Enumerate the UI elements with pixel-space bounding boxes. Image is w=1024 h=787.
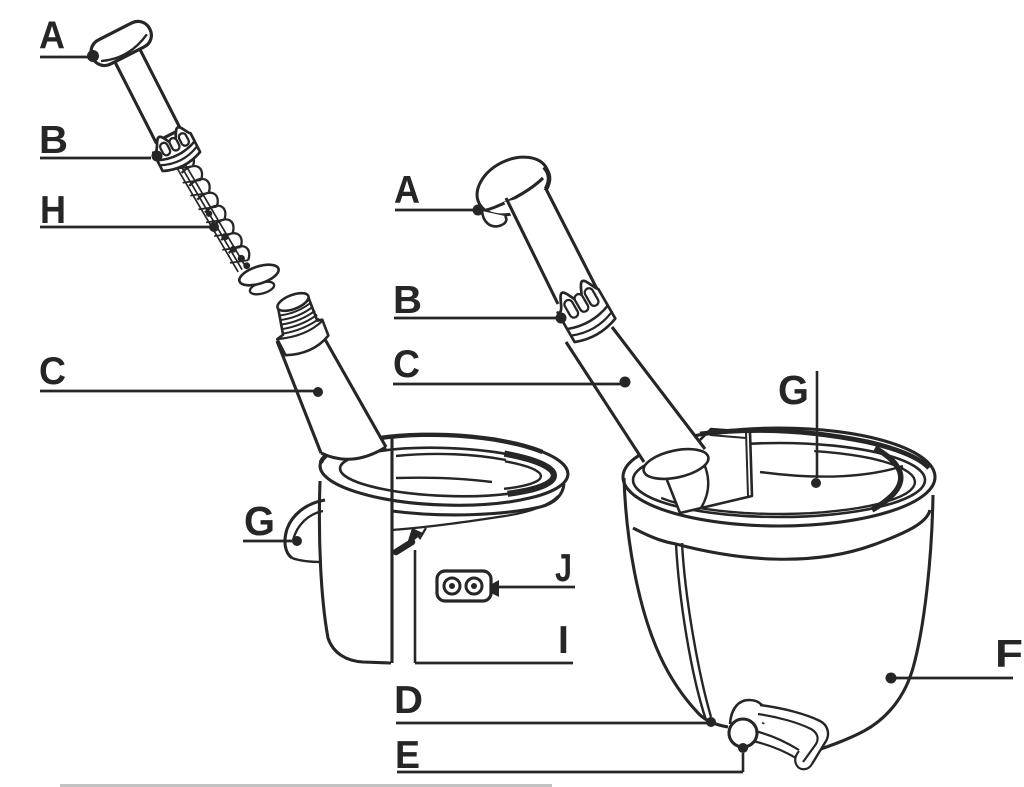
svg-text:I: I bbox=[558, 619, 569, 662]
svg-text:C: C bbox=[39, 350, 66, 393]
svg-text:B: B bbox=[393, 279, 422, 322]
svg-text:G: G bbox=[778, 367, 809, 413]
svg-text:A: A bbox=[39, 15, 65, 58]
svg-text:A: A bbox=[394, 169, 420, 212]
svg-text:H: H bbox=[40, 189, 66, 232]
svg-text:B: B bbox=[39, 119, 68, 162]
svg-text:F: F bbox=[995, 633, 1023, 676]
svg-text:C: C bbox=[393, 343, 420, 386]
svg-text:D: D bbox=[394, 679, 423, 722]
svg-text:J: J bbox=[555, 547, 572, 590]
svg-text:E: E bbox=[395, 734, 420, 777]
svg-text:G: G bbox=[244, 498, 275, 544]
